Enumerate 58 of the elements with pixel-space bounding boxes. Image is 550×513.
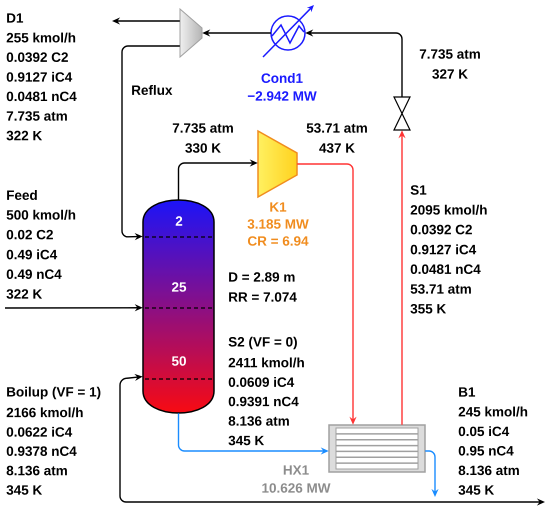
stream-data: D = 2.89 m — [229, 272, 295, 282]
stage-number: 50 — [172, 356, 186, 366]
stream-data: S1 — [410, 185, 426, 195]
stream-data: 0.0392 C2 — [6, 52, 68, 62]
stream-data: 0.0481 nC4 — [6, 92, 77, 102]
compressor-label: K1 — [270, 202, 286, 212]
stream-data: 0.02 C2 — [6, 230, 53, 240]
stream-data: 2166 kmol/h — [6, 407, 83, 418]
stream-data: 8.136 atm — [458, 466, 519, 476]
stage-number: 25 — [172, 282, 186, 292]
stream-data: 53.71 atm — [306, 123, 367, 133]
stream-data: 0.0481 nC4 — [410, 264, 481, 274]
stream-data: 327 K — [432, 69, 468, 79]
condenser-label: −2.942 MW — [248, 91, 317, 101]
stream-data: 255 kmol/h — [6, 32, 76, 43]
stream-data: 322 K — [6, 130, 42, 140]
stream-data: 322 K — [6, 289, 42, 299]
stream-data: D1 — [7, 13, 24, 23]
stream-data: 0.0622 iC4 — [6, 426, 72, 437]
edge-label: Reflux — [130, 84, 174, 96]
stream-data: 0.49 iC4 — [6, 249, 58, 260]
stream-data: 437 K — [319, 143, 355, 153]
stream-data: 0.0392 C2 — [410, 224, 472, 234]
stream-data: RR = 7.074 — [229, 292, 297, 302]
stream-data: 500 kmol/h — [6, 210, 76, 220]
stream-data: 345 K — [458, 485, 494, 495]
stream-data: 245 kmol/h — [458, 406, 528, 417]
stream-data: S2 (VF = 0) — [228, 336, 297, 350]
valve-symbol — [393, 96, 411, 131]
stream-data: 355 K — [410, 304, 446, 314]
stream-data: 8.136 atm — [228, 416, 289, 426]
stream-data: 0.9378 nC4 — [6, 446, 77, 456]
stream-data: 7.735 atm — [172, 123, 233, 133]
compressor-label: CR = 6.94 — [248, 236, 308, 246]
stream-data: 0.49 nC4 — [6, 269, 62, 279]
stream-data: 345 K — [6, 485, 42, 495]
stream-data: 7.735 atm — [6, 111, 67, 121]
stream-data: Feed — [7, 190, 37, 200]
condenser-label: Cond1 — [262, 73, 303, 83]
stream-data: 0.9127 iC4 — [410, 244, 476, 254]
stream-data: B1 — [459, 387, 476, 397]
stream-data: 2095 kmol/h — [410, 204, 487, 215]
stream-data: 0.95 nC4 — [458, 446, 514, 456]
stream-data: 53.71 atm — [410, 284, 471, 294]
stream-data: 0.9127 iC4 — [6, 72, 72, 82]
stream-data: Boilup (VF = 1) — [7, 386, 100, 400]
exchanger-label: HX1 — [284, 465, 309, 475]
stream-data: 0.9391 nC4 — [228, 396, 299, 406]
stage-number: 2 — [176, 216, 182, 226]
stream-data: 330 K — [185, 143, 221, 153]
stream-data: 8.136 atm — [6, 466, 67, 476]
stream-data: 7.735 atm — [420, 49, 480, 59]
stream-data: 0.0609 iC4 — [228, 377, 294, 387]
compressor-label: 3.185 MW — [248, 219, 309, 229]
exchanger-label: 10.626 MW — [262, 483, 330, 493]
stream-data: 2411 kmol/h — [228, 357, 304, 368]
stream-data: 345 K — [228, 436, 264, 446]
stream-data: 0.05 iC4 — [458, 426, 510, 436]
